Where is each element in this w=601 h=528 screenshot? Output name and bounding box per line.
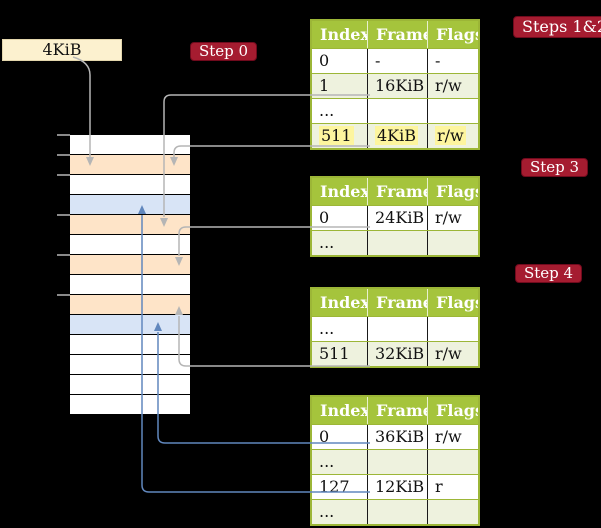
cell-index: ... [319, 319, 335, 338]
table-row-highlighted: 511 4KiB r/w [312, 123, 478, 148]
header-frame: Frame [367, 178, 427, 205]
header-flags: Flags [427, 178, 478, 205]
steps12-badge: Steps 1&2 [513, 16, 601, 38]
memory-tick [57, 174, 70, 176]
table-row: 0 36KiB r/w [312, 424, 478, 449]
header-flags: Flags [427, 289, 478, 316]
memory-tick [57, 294, 70, 296]
memory-row [70, 355, 190, 375]
cell-index: 0 [319, 51, 330, 70]
memory-row [70, 375, 190, 395]
highlight: 511 [319, 126, 354, 145]
step0-badge: Step 0 [190, 42, 258, 61]
cell-flags: r/w [427, 206, 478, 230]
page-table-level3: Index Frame Flags 0 24KiB r/w ... [310, 176, 480, 257]
cell-flags: r/w [427, 342, 478, 366]
cell-frame: 16KiB [367, 74, 427, 98]
table-row: ... [312, 316, 478, 341]
table-row: 511 32KiB r/w [312, 341, 478, 366]
table-row: 127 12KiB r [312, 474, 478, 499]
memory-row [70, 155, 190, 175]
cell-flags [427, 500, 478, 524]
cell-flags [427, 99, 478, 123]
page-size-box: 4KiB [2, 39, 122, 61]
cell-frame [367, 317, 427, 341]
table-row: ... [312, 499, 478, 524]
cell-frame: 32KiB [367, 342, 427, 366]
cell-index: ... [319, 452, 335, 471]
header-frame: Frame [367, 21, 427, 48]
step3-badge: Step 3 [521, 158, 589, 177]
header-frame: Frame [367, 397, 427, 424]
memory-row [70, 195, 190, 215]
memory-row [70, 135, 190, 155]
memory-row [70, 335, 190, 355]
page-table-level1: Index Frame Flags 0 36KiB r/w ... 127 12… [310, 395, 480, 526]
page-table-level2: Index Frame Flags ... 511 32KiB r/w [310, 287, 480, 368]
table-row: ... [312, 98, 478, 123]
cell-frame: - [367, 49, 427, 73]
cell-index: 127 [319, 477, 350, 496]
table-row: ... [312, 449, 478, 474]
table-header-row: Index Frame Flags [312, 289, 478, 316]
physical-memory-column [70, 135, 190, 415]
table-row: 1 16KiB r/w [312, 73, 478, 98]
cell-frame: 36KiB [367, 425, 427, 449]
cell-index: ... [319, 502, 335, 521]
cell-index: 511 [312, 124, 367, 148]
memory-row [70, 215, 190, 235]
cell-flags: - [427, 49, 478, 73]
cell-flags: r/w [427, 124, 478, 148]
cell-index: 0 [319, 427, 330, 446]
table-row: 0 - - [312, 48, 478, 73]
header-index: Index [320, 293, 367, 312]
cell-frame [367, 231, 427, 255]
cell-index: 511 [319, 344, 350, 363]
memory-row [70, 275, 190, 295]
cell-flags [427, 450, 478, 474]
memory-tick [57, 214, 70, 216]
memory-row [70, 395, 190, 415]
table-row: ... [312, 230, 478, 255]
cell-index: 1 [319, 76, 330, 95]
memory-tick [57, 254, 70, 256]
memory-tick [57, 134, 70, 136]
cell-flags: r [427, 475, 478, 499]
cell-frame: 24KiB [367, 206, 427, 230]
header-flags: Flags [427, 397, 478, 424]
cell-flags [427, 231, 478, 255]
cell-flags: r/w [427, 425, 478, 449]
cell-index: 0 [319, 208, 330, 227]
memory-tick [57, 154, 70, 156]
cell-index: ... [319, 233, 335, 252]
cell-frame [367, 99, 427, 123]
table-header-row: Index Frame Flags [312, 21, 478, 48]
cell-frame [367, 450, 427, 474]
table-row: 0 24KiB r/w [312, 205, 478, 230]
table-header-row: Index Frame Flags [312, 178, 478, 205]
cell-flags: r/w [427, 74, 478, 98]
memory-row [70, 315, 190, 335]
memory-row [70, 295, 190, 315]
table-header-row: Index Frame Flags [312, 397, 478, 424]
header-flags: Flags [427, 21, 478, 48]
header-index: Index [320, 25, 367, 44]
header-frame: Frame [367, 289, 427, 316]
header-index: Index [320, 182, 367, 201]
highlight: r/w [435, 126, 466, 145]
cell-flags [427, 317, 478, 341]
step4-badge: Step 4 [515, 264, 583, 283]
header-index: Index [320, 401, 367, 420]
memory-row [70, 235, 190, 255]
cell-frame: 4KiB [367, 124, 427, 148]
page-table-level4: Index Frame Flags 0 - - 1 16KiB r/w ... … [310, 19, 480, 150]
cell-frame [367, 500, 427, 524]
memory-row [70, 255, 190, 275]
memory-row [70, 175, 190, 195]
cell-index: ... [319, 101, 335, 120]
cell-frame: 12KiB [367, 475, 427, 499]
highlight: 4KiB [375, 126, 419, 145]
